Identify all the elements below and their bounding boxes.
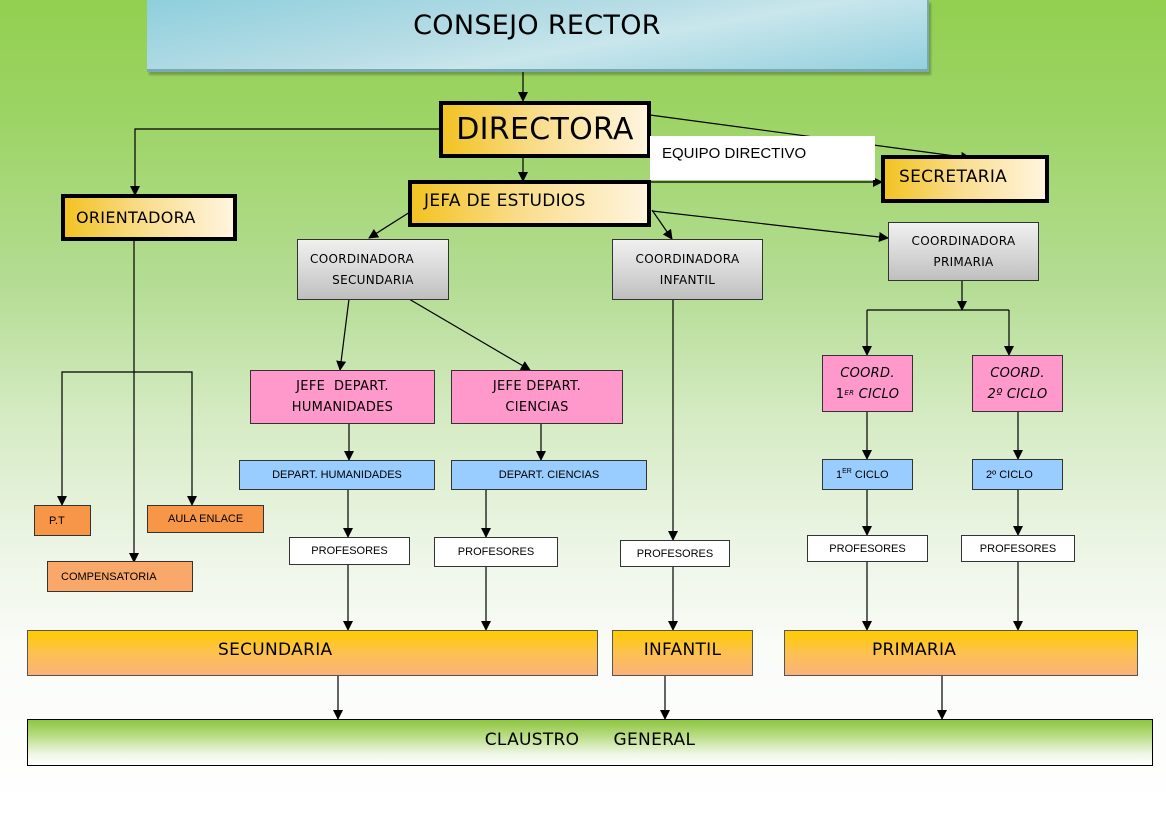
- coord-secundaria-line2: SECUNDARIA: [332, 272, 414, 287]
- edge-jefa-coord-secundaria: [368, 211, 411, 239]
- ciclo-2-label: 2º CICLO: [986, 468, 1033, 481]
- edge-jefa-coord-primaria: [651, 210, 889, 242]
- coord-1er-rest: CICLO: [854, 386, 900, 402]
- coord-2o-ciclo-node: COORD. 2º CICLO: [972, 355, 1063, 412]
- jefe-humanidades-line1: JEFE DEPART.: [296, 379, 389, 394]
- coord-primaria-node: COORDINADORA PRIMARIA: [888, 222, 1039, 281]
- directora-label: DIRECTORA: [456, 112, 634, 147]
- edge-orientadora-pt: [57, 371, 134, 506]
- coord-1er-ciclo-line2: 1ER CICLO: [836, 384, 899, 405]
- directora-node: DIRECTORA: [439, 101, 651, 158]
- coord-2o-ciclo-line1: COORD.: [990, 365, 1045, 381]
- secundaria-node: SECUNDARIA: [27, 630, 598, 676]
- edge-orientadora-aula: [134, 371, 197, 506]
- coord-2o-ciclo-line2: 2º CICLO: [987, 386, 1048, 402]
- equipo-directivo-label: EQUIPO DIRECTIVO: [650, 136, 875, 180]
- depart-humanidades-node: DEPART. HUMANIDADES: [239, 460, 435, 490]
- aula-enlace-node: AULA ENLACE: [147, 505, 264, 533]
- coord-infantil-node: COORDINADORA INFANTIL: [612, 239, 763, 300]
- profesores-label: PROFESORES: [311, 545, 388, 557]
- jefe-ciencias-line1: JEFE DEPART.: [492, 379, 582, 394]
- secretaria-label: SECRETARIA: [899, 167, 1008, 187]
- jefa-estudios-label: JEFA DE ESTUDIOS: [424, 190, 586, 211]
- pt-label: P.T: [49, 514, 65, 527]
- consejo-rector-node: CONSEJO RECTOR: [147, 0, 929, 72]
- consejo-rector-label: CONSEJO RECTOR: [413, 10, 661, 41]
- coord-1er-ciclo-node: COORD. 1ER CICLO: [822, 355, 913, 412]
- secundaria-label: SECUNDARIA: [218, 640, 333, 660]
- jefe-ciencias-line2: CIENCIAS: [505, 400, 569, 415]
- secretaria-node: SECRETARIA: [881, 155, 1049, 203]
- profesores-ciencias-node: PROFESORES: [434, 537, 558, 567]
- depart-ciencias-label: DEPART. CIENCIAS: [498, 469, 600, 481]
- equipo-directivo-text: EQUIPO DIRECTIVO: [662, 145, 807, 162]
- ciclo-2-node: 2º CICLO: [972, 459, 1063, 490]
- profesores-1er-ciclo-node: PROFESORES: [807, 535, 928, 562]
- profesores-label: PROFESORES: [829, 542, 906, 555]
- ciclo-1-rest: CICLO: [851, 468, 889, 481]
- profesores-2o-ciclo-node: PROFESORES: [961, 535, 1075, 562]
- profesores-label: PROFESORES: [636, 547, 714, 560]
- coord-infantil-line2: INFANTIL: [659, 272, 716, 287]
- pt-node: P.T: [34, 505, 91, 536]
- profesores-infantil-node: PROFESORES: [620, 540, 730, 567]
- ciclo-1-num: 1: [836, 468, 843, 481]
- profesores-label: PROFESORES: [979, 542, 1057, 555]
- coord-primaria-line2: PRIMARIA: [933, 254, 994, 269]
- coord-secundaria-line1: COORDINADORA: [310, 251, 414, 266]
- coord-1er-sup: ER: [844, 388, 855, 397]
- infantil-node: INFANTIL: [612, 630, 753, 676]
- ciclo-1-node: 1ER CICLO: [822, 459, 913, 490]
- claustro-general-node: CLAUSTRO GENERAL: [27, 719, 1153, 766]
- ciclo-1-sup: ER: [842, 467, 852, 475]
- jefe-humanidades-node: JEFE DEPART. HUMANIDADES: [250, 370, 435, 424]
- coord-primaria-line1: COORDINADORA: [911, 233, 1016, 248]
- compensatoria-node: COMPENSATORIA: [47, 561, 193, 592]
- coord-1er-ciclo-line1: COORD.: [840, 365, 895, 381]
- coord-infantil-line1: COORDINADORA: [635, 251, 740, 266]
- profesores-humanidades-node: PROFESORES: [289, 537, 410, 565]
- aula-enlace-label: AULA ENLACE: [168, 513, 244, 525]
- primaria-node: PRIMARIA: [784, 630, 1138, 676]
- edge-jefa-coord-infantil: [651, 209, 673, 240]
- edge-directora-orientadora: [130, 128, 440, 196]
- depart-ciencias-node: DEPART. CIENCIAS: [451, 460, 647, 490]
- ciclo-1-label: 1ER CICLO: [836, 467, 889, 481]
- edge-coordsec-ciencias: [408, 298, 531, 371]
- compensatoria-label: COMPENSATORIA: [61, 570, 157, 583]
- claustro-general-label: CLAUSTRO GENERAL: [484, 729, 696, 750]
- depart-humanidades-label: DEPART. HUMANIDADES: [272, 469, 402, 481]
- coord-secundaria-node: COORDINADORA SECUNDARIA: [297, 239, 449, 300]
- jefa-estudios-node: JEFA DE ESTUDIOS: [408, 180, 651, 227]
- primaria-label: PRIMARIA: [872, 640, 957, 660]
- orientadora-node: ORIENTADORA: [61, 194, 237, 241]
- jefe-humanidades-line2: HUMANIDADES: [291, 400, 394, 415]
- orientadora-label: ORIENTADORA: [76, 208, 196, 227]
- profesores-label: PROFESORES: [457, 546, 535, 558]
- coord-1er-num: 1: [835, 386, 845, 402]
- jefe-ciencias-node: JEFE DEPART. CIENCIAS: [451, 370, 623, 424]
- infantil-label: INFANTIL: [643, 640, 722, 660]
- edge-coordsec-humanidades: [336, 298, 350, 371]
